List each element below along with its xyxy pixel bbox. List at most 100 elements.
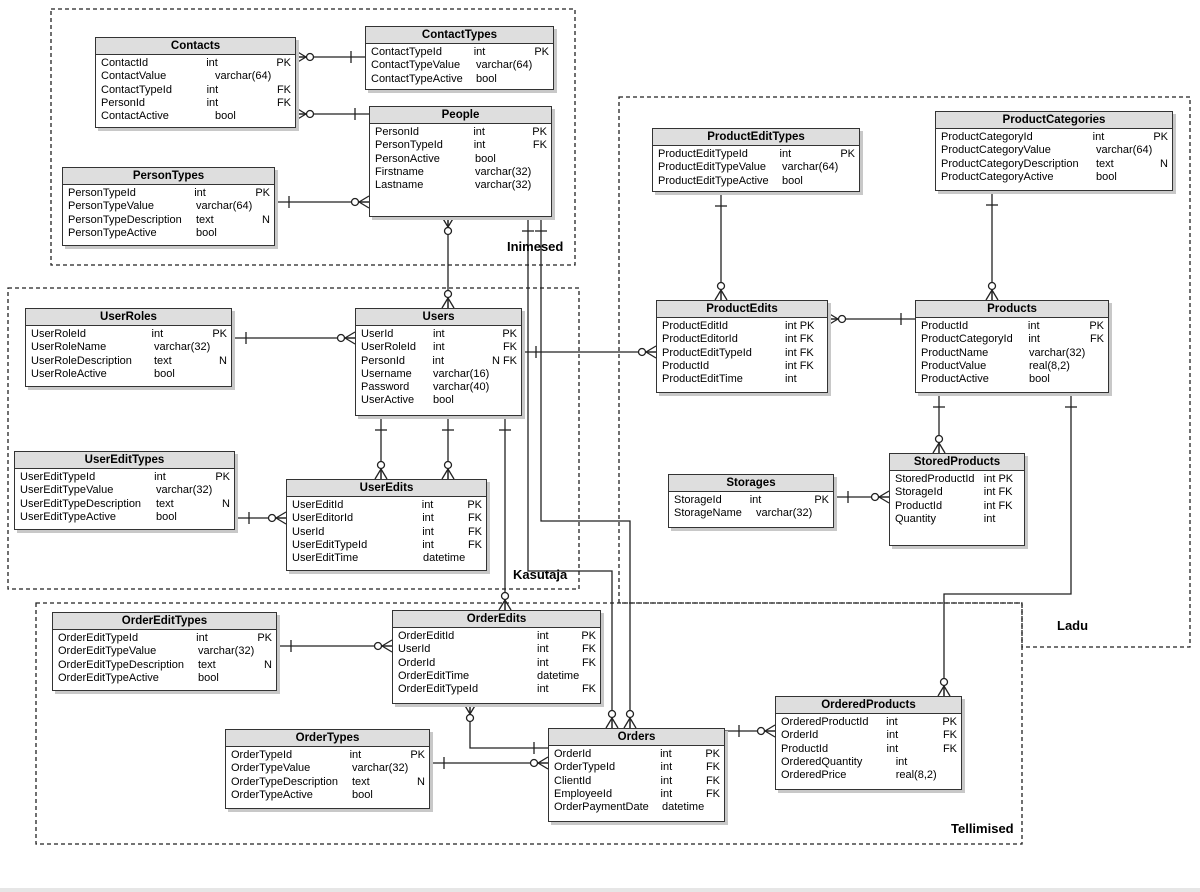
column-row-password[interactable]: Passwordvarchar(40) [361,381,517,394]
column-row-person-id[interactable]: PersonIdintPK [375,126,547,139]
column-row-order-id[interactable]: OrderIdintFK [398,657,596,670]
column-row-person-id[interactable]: PersonIdintFK [101,97,291,110]
entity-order-edit-types[interactable]: OrderEditTypesOrderEditTypeIdintPKOrderE… [52,612,277,691]
column-row-user-role-active[interactable]: UserRoleActivebool [31,368,227,381]
column-row-ordered-price[interactable]: OrderedPricereal(8,2) [781,769,957,782]
column-row-order-edit-time[interactable]: OrderEditTimedatetime [398,670,596,683]
column-row-employee-id[interactable]: EmployeeIdintFK [554,788,720,801]
column-row-order-payment-date[interactable]: OrderPaymentDatedatetime [554,801,720,814]
column-row-product-category-value[interactable]: ProductCategoryValuevarchar(64) [941,144,1168,157]
column-row-person-id[interactable]: PersonIdintN FK [361,355,517,368]
column-row-order-type-description[interactable]: OrderTypeDescriptiontextN [231,776,425,789]
column-row-product-editor-id[interactable]: ProductEditorIdint FK [662,333,823,346]
entity-user-edits[interactable]: UserEditsUserEditIdintPKUserEditorIdintF… [286,479,487,571]
column-row-contact-type-value[interactable]: ContactTypeValuevarchar(64) [371,59,549,72]
column-row-firstname[interactable]: Firstnamevarchar(32) [375,166,547,179]
column-row-product-id[interactable]: ProductIdint FK [895,500,1020,513]
column-row-product-value[interactable]: ProductValuereal(8,2) [921,360,1104,373]
column-row-order-edit-id[interactable]: OrderEditIdintPK [398,630,596,643]
column-row-product-edit-type-id[interactable]: ProductEditTypeIdint FK [662,347,823,360]
column-row-user-active[interactable]: UserActivebool [361,394,517,407]
column-row-user-role-id[interactable]: UserRoleIdintPK [31,328,227,341]
column-row-order-type-id[interactable]: OrderTypeIdintPK [231,749,425,762]
entity-users[interactable]: UsersUserIdintPKUserRoleIdintFKPersonIdi… [355,308,522,416]
column-row-person-type-value[interactable]: PersonTypeValuevarchar(64) [68,200,270,213]
column-row-quantity[interactable]: Quantityint [895,513,1020,526]
column-row-order-edit-type-active[interactable]: OrderEditTypeActivebool [58,672,272,685]
column-row-order-edit-type-value[interactable]: OrderEditTypeValuevarchar(32) [58,645,272,658]
column-row-product-edit-type-value[interactable]: ProductEditTypeValuevarchar(64) [658,161,855,174]
column-row-contact-value[interactable]: ContactValuevarchar(64) [101,70,291,83]
column-row-user-edit-time[interactable]: UserEditTimedatetime [292,552,482,565]
column-row-order-type-value[interactable]: OrderTypeValuevarchar(32) [231,762,425,775]
entity-orders[interactable]: OrdersOrderIdintPKOrderTypeIdintFKClient… [548,728,725,822]
column-row-client-id[interactable]: ClientIdintFK [554,775,720,788]
column-row-person-type-id[interactable]: PersonTypeIdintPK [68,187,270,200]
column-row-user-role-description[interactable]: UserRoleDescriptiontextN [31,355,227,368]
entity-product-edits[interactable]: ProductEditsProductEditIdint PKProductEd… [656,300,828,393]
column-row-contact-id[interactable]: ContactIdintPK [101,57,291,70]
column-row-contact-type-active[interactable]: ContactTypeActivebool [371,73,549,86]
column-row-user-editor-id[interactable]: UserEditorIdintFK [292,512,482,525]
column-row-user-role-name[interactable]: UserRoleNamevarchar(32) [31,341,227,354]
column-row-ordered-quantity[interactable]: OrderedQuantityint [781,756,957,769]
column-row-user-edit-id[interactable]: UserEditIdintPK [292,499,482,512]
column-row-ordered-product-id[interactable]: OrderedProductIdintPK [781,716,957,729]
column-row-storage-name[interactable]: StorageNamevarchar(32) [674,507,829,520]
column-row-username[interactable]: Usernamevarchar(16) [361,368,517,381]
column-row-stored-product-id[interactable]: StoredProductIdint PK [895,473,1020,486]
entity-contact-types[interactable]: ContactTypesContactTypeIdintPKContactTyp… [365,26,554,90]
column-row-user-edit-type-id[interactable]: UserEditTypeIdintFK [292,539,482,552]
column-row-storage-id[interactable]: StorageIdintPK [674,494,829,507]
column-row-product-active[interactable]: ProductActivebool [921,373,1104,386]
entity-products[interactable]: ProductsProductIdintPKProductCategoryIdi… [915,300,1109,393]
column-row-lastname[interactable]: Lastnamevarchar(32) [375,179,547,192]
column-row-contact-type-id[interactable]: ContactTypeIdintPK [371,46,549,59]
entity-ordered-products[interactable]: OrderedProductsOrderedProductIdintPKOrde… [775,696,962,790]
column-row-user-edit-type-active[interactable]: UserEditTypeActivebool [20,511,230,524]
column-row-product-edit-type-id[interactable]: ProductEditTypeIdintPK [658,148,855,161]
column-row-product-name[interactable]: ProductNamevarchar(32) [921,347,1104,360]
entity-order-types[interactable]: OrderTypesOrderTypeIdintPKOrderTypeValue… [225,729,430,809]
column-row-product-category-id[interactable]: ProductCategoryIdintPK [941,131,1168,144]
column-row-product-category-id[interactable]: ProductCategoryIdintFK [921,333,1104,346]
column-row-person-type-active[interactable]: PersonTypeActivebool [68,227,270,240]
column-row-product-id[interactable]: ProductIdint FK [662,360,823,373]
column-row-product-edit-id[interactable]: ProductEditIdint PK [662,320,823,333]
column-row-order-edit-type-id[interactable]: OrderEditTypeIdintFK [398,683,596,696]
entity-product-edit-types[interactable]: ProductEditTypesProductEditTypeIdintPKPr… [652,128,860,192]
column-row-order-type-active[interactable]: OrderTypeActivebool [231,789,425,802]
column-row-user-id[interactable]: UserIdintPK [361,328,517,341]
column-row-product-id[interactable]: ProductIdintFK [781,743,957,756]
column-row-user-role-id[interactable]: UserRoleIdintFK [361,341,517,354]
column-row-order-type-id[interactable]: OrderTypeIdintFK [554,761,720,774]
column-row-person-type-description[interactable]: PersonTypeDescriptiontextN [68,214,270,227]
column-row-order-id[interactable]: OrderIdintPK [554,748,720,761]
entity-order-edits[interactable]: OrderEditsOrderEditIdintPKUserIdintFKOrd… [392,610,601,704]
column-row-storage-id[interactable]: StorageIdint FK [895,486,1020,499]
entity-people[interactable]: PeoplePersonIdintPKPersonTypeIdintFKPers… [369,106,552,217]
column-row-order-edit-type-description[interactable]: OrderEditTypeDescriptiontextN [58,659,272,672]
column-row-user-edit-type-id[interactable]: UserEditTypeIdintPK [20,471,230,484]
column-row-product-edit-type-active[interactable]: ProductEditTypeActivebool [658,175,855,188]
entity-product-categories[interactable]: ProductCategoriesProductCategoryIdintPKP… [935,111,1173,191]
column-row-user-edit-type-description[interactable]: UserEditTypeDescriptiontextN [20,498,230,511]
entity-user-roles[interactable]: UserRolesUserRoleIdintPKUserRoleNamevarc… [25,308,232,387]
column-row-user-id[interactable]: UserIdintFK [292,526,482,539]
column-row-product-id[interactable]: ProductIdintPK [921,320,1104,333]
entity-contacts[interactable]: ContactsContactIdintPKContactValuevarcha… [95,37,296,128]
column-row-person-active[interactable]: PersonActivebool [375,153,547,166]
column-row-order-id[interactable]: OrderIdintFK [781,729,957,742]
column-row-product-edit-time[interactable]: ProductEditTimeint [662,373,823,386]
column-row-product-category-active[interactable]: ProductCategoryActivebool [941,171,1168,184]
entity-person-types[interactable]: PersonTypesPersonTypeIdintPKPersonTypeVa… [62,167,275,246]
entity-user-edit-types[interactable]: UserEditTypesUserEditTypeIdintPKUserEdit… [14,451,235,530]
column-row-product-category-description[interactable]: ProductCategoryDescriptiontextN [941,158,1168,171]
entity-storages[interactable]: StoragesStorageIdintPKStorageNamevarchar… [668,474,834,528]
column-row-contact-active[interactable]: ContactActivebool [101,110,291,123]
column-row-user-id[interactable]: UserIdintFK [398,643,596,656]
column-row-contact-type-id[interactable]: ContactTypeIdintFK [101,84,291,97]
column-row-person-type-id[interactable]: PersonTypeIdintFK [375,139,547,152]
column-row-order-edit-type-id[interactable]: OrderEditTypeIdintPK [58,632,272,645]
column-row-user-edit-type-value[interactable]: UserEditTypeValuevarchar(32) [20,484,230,497]
